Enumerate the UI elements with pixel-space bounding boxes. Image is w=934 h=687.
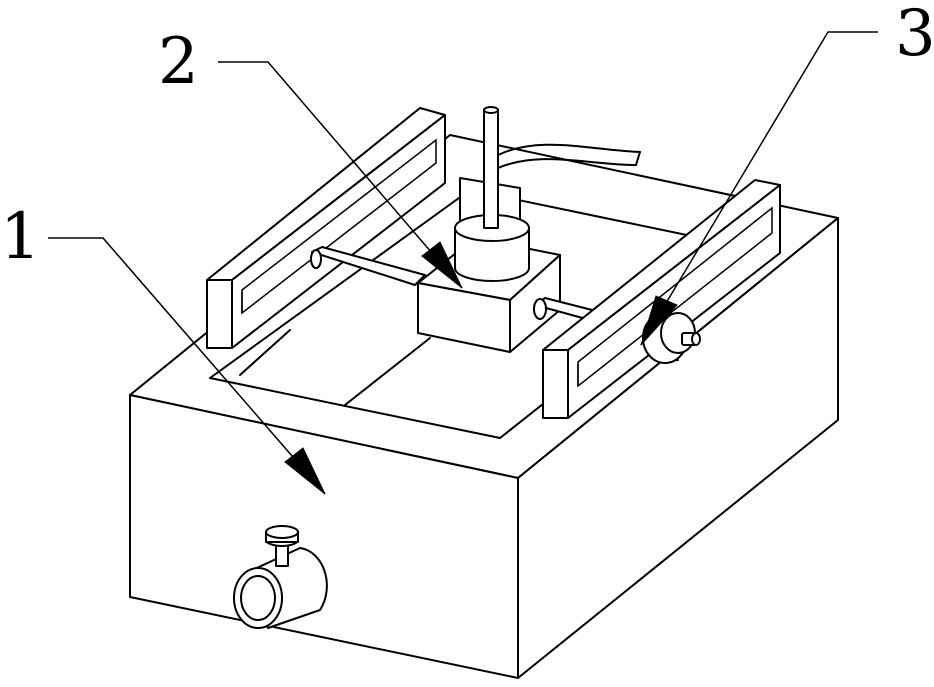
callout-leader-3 — [640, 31, 878, 346]
left-rod — [310, 246, 426, 286]
callout-number-3: 3 — [895, 0, 934, 71]
pipe-fitting — [233, 525, 328, 629]
callout-leader-2 — [218, 61, 463, 289]
callout-number-2: 2 — [158, 25, 199, 99]
callout-leader-1 — [48, 237, 326, 495]
callout-number-1: 1 — [0, 200, 41, 274]
base-right-face — [517, 217, 839, 679]
callout-arrow-1 — [284, 447, 326, 495]
left-guide-rail — [206, 107, 446, 349]
callout-arrow-3 — [640, 295, 678, 346]
callout-arrow-2 — [421, 241, 463, 289]
right-guide-rail — [542, 179, 781, 419]
cylinder-assembly — [454, 106, 641, 282]
